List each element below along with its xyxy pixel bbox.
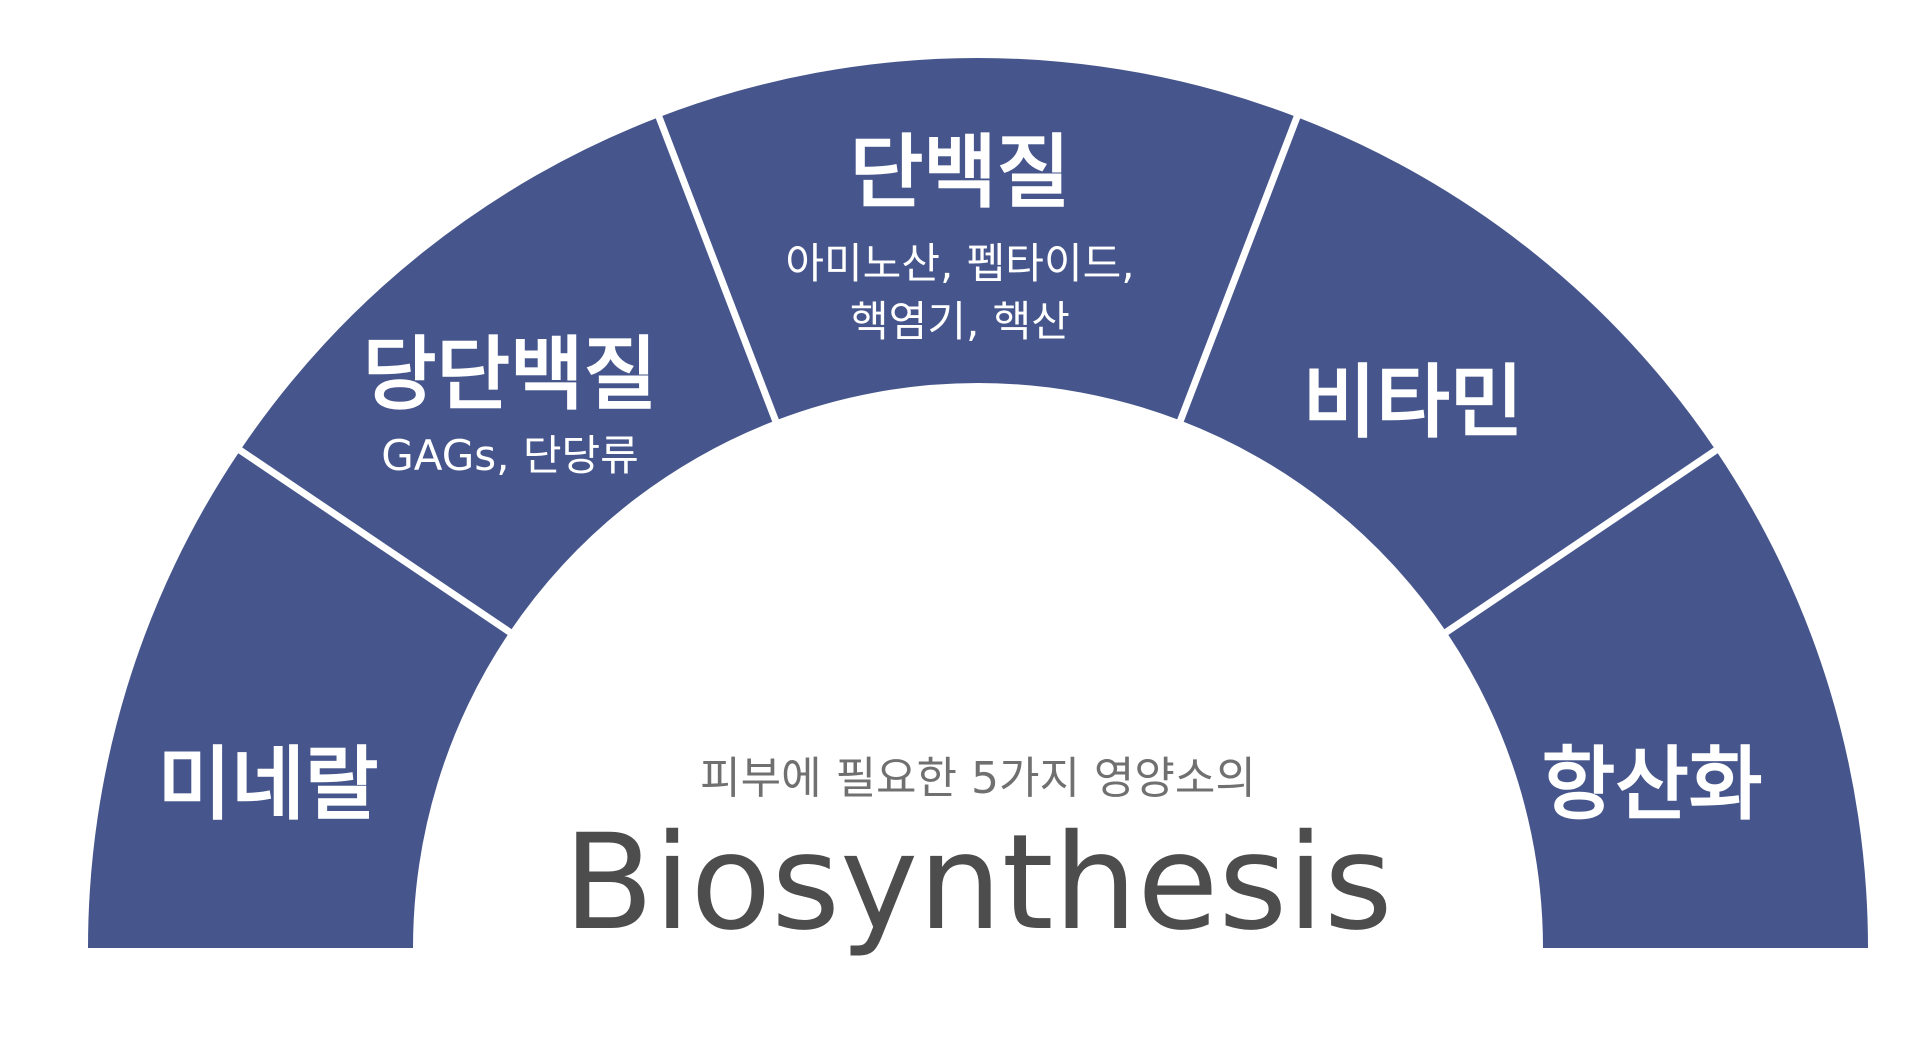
segment-divider	[1441, 445, 1722, 638]
center-subtitle: 피부에 필요한 5가지 영양소의	[700, 753, 1256, 804]
segment-4	[1180, 117, 1716, 633]
dividers-layer	[234, 112, 1722, 638]
segment-subtitle: 핵염기, 핵산	[850, 297, 1070, 346]
segment-subtitle: GAGs, 단당류	[381, 431, 639, 480]
segment-2	[240, 117, 776, 633]
segment-title: 단백질	[850, 126, 1071, 219]
segment-title: 미네랄	[158, 738, 379, 831]
center-title: Biosynthesis	[563, 806, 1392, 960]
segment-title: 비타민	[1303, 356, 1524, 449]
segment-divider	[654, 112, 781, 426]
segments-layer	[88, 58, 1868, 948]
segment-divider	[1175, 112, 1302, 426]
segment-divider	[234, 445, 515, 638]
segment-5	[1446, 450, 1868, 948]
segment-title: 당단백질	[363, 328, 657, 421]
segment-3	[659, 58, 1297, 421]
segment-title: 항산화	[1542, 738, 1763, 831]
center-caption: 피부에 필요한 5가지 영양소의 Biosynthesis	[563, 753, 1392, 960]
segment-1	[88, 450, 510, 948]
segment-subtitle: 아미노산, 펩타이드,	[785, 239, 1134, 288]
